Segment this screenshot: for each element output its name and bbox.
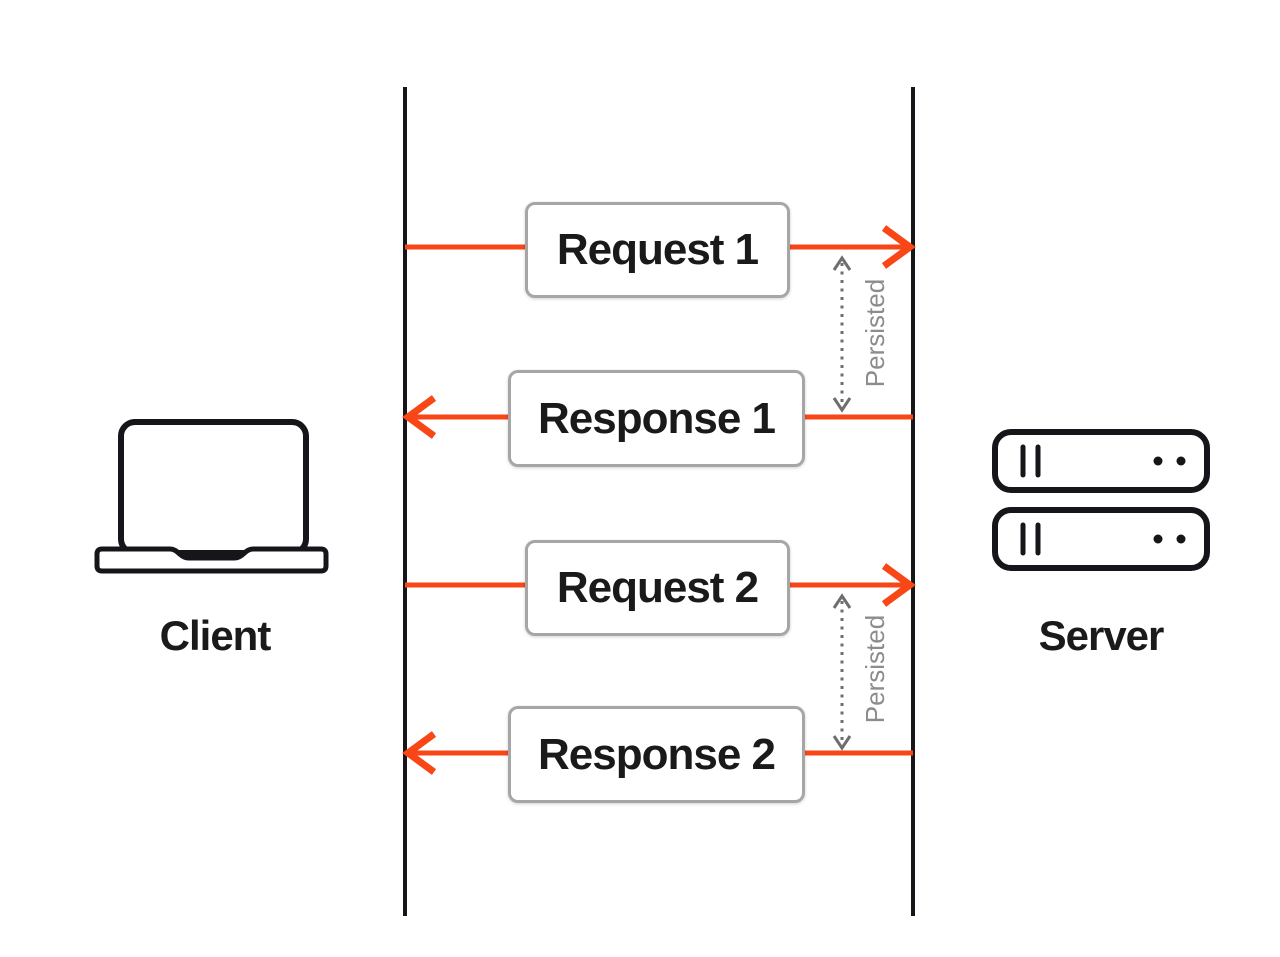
persisted-1-arrow bbox=[832, 255, 852, 413]
request-1-box: Request 1 bbox=[525, 202, 790, 298]
request-2-box: Request 2 bbox=[525, 540, 790, 636]
response-1-label: Response 1 bbox=[538, 393, 776, 443]
persisted-2-arrow bbox=[832, 593, 852, 751]
server-label: Server bbox=[1038, 612, 1165, 659]
client-label: Client bbox=[159, 612, 272, 659]
response-1-box: Response 1 bbox=[508, 370, 805, 467]
server-rack-icon bbox=[992, 429, 1210, 571]
response-2-label: Response 2 bbox=[538, 729, 776, 779]
laptop-icon bbox=[94, 419, 329, 574]
request-1-label: Request 1 bbox=[556, 225, 759, 274]
persisted-2-annotation: Persisted bbox=[859, 614, 890, 724]
request-2-label: Request 2 bbox=[556, 563, 759, 612]
response-2-box: Response 2 bbox=[508, 706, 805, 803]
persisted-1-annotation: Persisted bbox=[859, 278, 890, 388]
